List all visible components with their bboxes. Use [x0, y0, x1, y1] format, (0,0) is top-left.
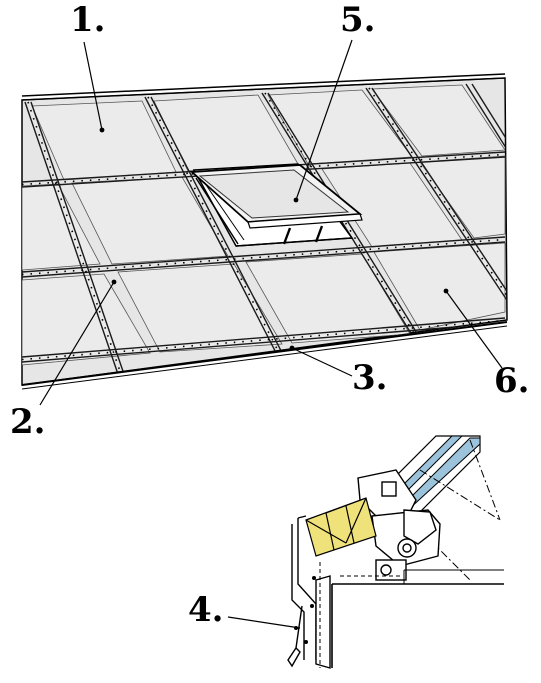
eaves-edge — [21, 321, 508, 386]
rafters — [24, 83, 507, 381]
roof-glazing-grid — [21, 73, 508, 390]
callout-4: 4. — [188, 590, 224, 630]
wall-section — [287, 515, 331, 669]
eaves-section-detail — [287, 435, 504, 669]
leader-lines — [39, 39, 503, 629]
water-drops — [294, 576, 316, 644]
ridge-edge — [21, 73, 506, 97]
fixing-dots — [22, 87, 507, 381]
callout-5: 5. — [340, 0, 376, 40]
callout-2: 2. — [10, 402, 46, 442]
roof-vent — [189, 163, 363, 247]
roof-slab — [331, 569, 504, 668]
callout-6: 6. — [494, 361, 530, 401]
insulation — [305, 497, 377, 557]
callout-3: 3. — [352, 358, 388, 398]
callout-1: 1. — [70, 0, 106, 40]
